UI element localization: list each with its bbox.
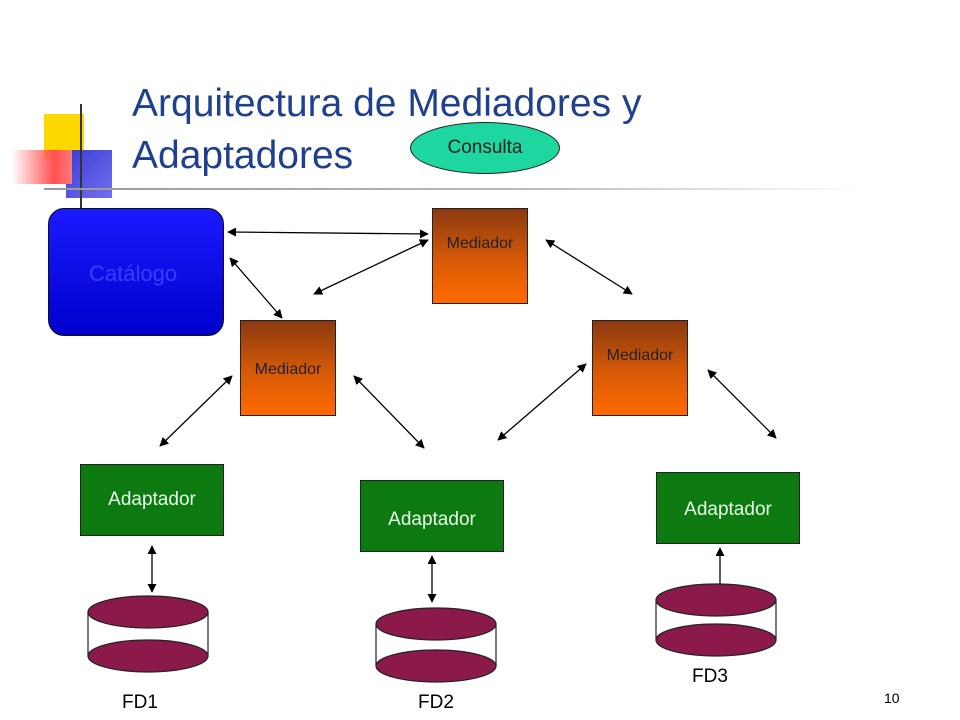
adapter-2-label: Adaptador [388,509,476,530]
title-underline [44,188,864,190]
adapter-3: Adaptador [656,472,800,544]
arrow-mediator-right-adapter3 [707,369,777,439]
arrow-mediator-left-adapter2 [353,375,425,449]
database-fd2 [375,607,497,683]
arrow-catalog-mediator-left [229,257,283,319]
arrow-mediator-left-adapter1 [159,375,233,447]
decor-vertical-line [80,104,82,208]
decor-blue-square [66,150,112,198]
arrow-mediator-top-right [545,239,633,295]
query-label: Consulta [447,137,523,158]
source-label-fd1: FD1 [122,692,158,713]
adapter-2: Adaptador [360,480,504,552]
source-label-fd2: FD2 [418,692,454,713]
mediator-right-label: Mediador [606,347,674,364]
mediator-top: Mediador [432,208,528,304]
adapter-1: Adaptador [80,464,224,536]
mediator-left-label: Mediador [254,361,322,378]
database-fd3 [655,583,777,657]
mediator-top-label: Mediador [446,235,514,252]
database-fd1 [87,595,209,673]
mediator-right: Mediador [592,320,688,416]
source-label-fd3: FD3 [692,666,728,687]
mediator-left: Mediador [240,320,336,416]
adapter-1-label: Adaptador [108,489,196,510]
arrow-mediator-right-adapter2 [497,363,587,441]
query-ellipse: Consulta [410,122,560,174]
catalog-box: Catálogo [48,208,224,336]
catalog-label: Catálogo [89,261,178,286]
slide-title-line-1: Arquitectura de Mediadores y [132,82,642,125]
decor-red-bar [12,150,72,184]
arrow-catalog-mediator-top [227,227,429,239]
arrow-mediator-top-left [313,239,429,295]
slide-title-line-2: Adaptadores [132,134,354,177]
adapter-3-label: Adaptador [684,499,772,520]
page-number: 10 [884,690,900,706]
